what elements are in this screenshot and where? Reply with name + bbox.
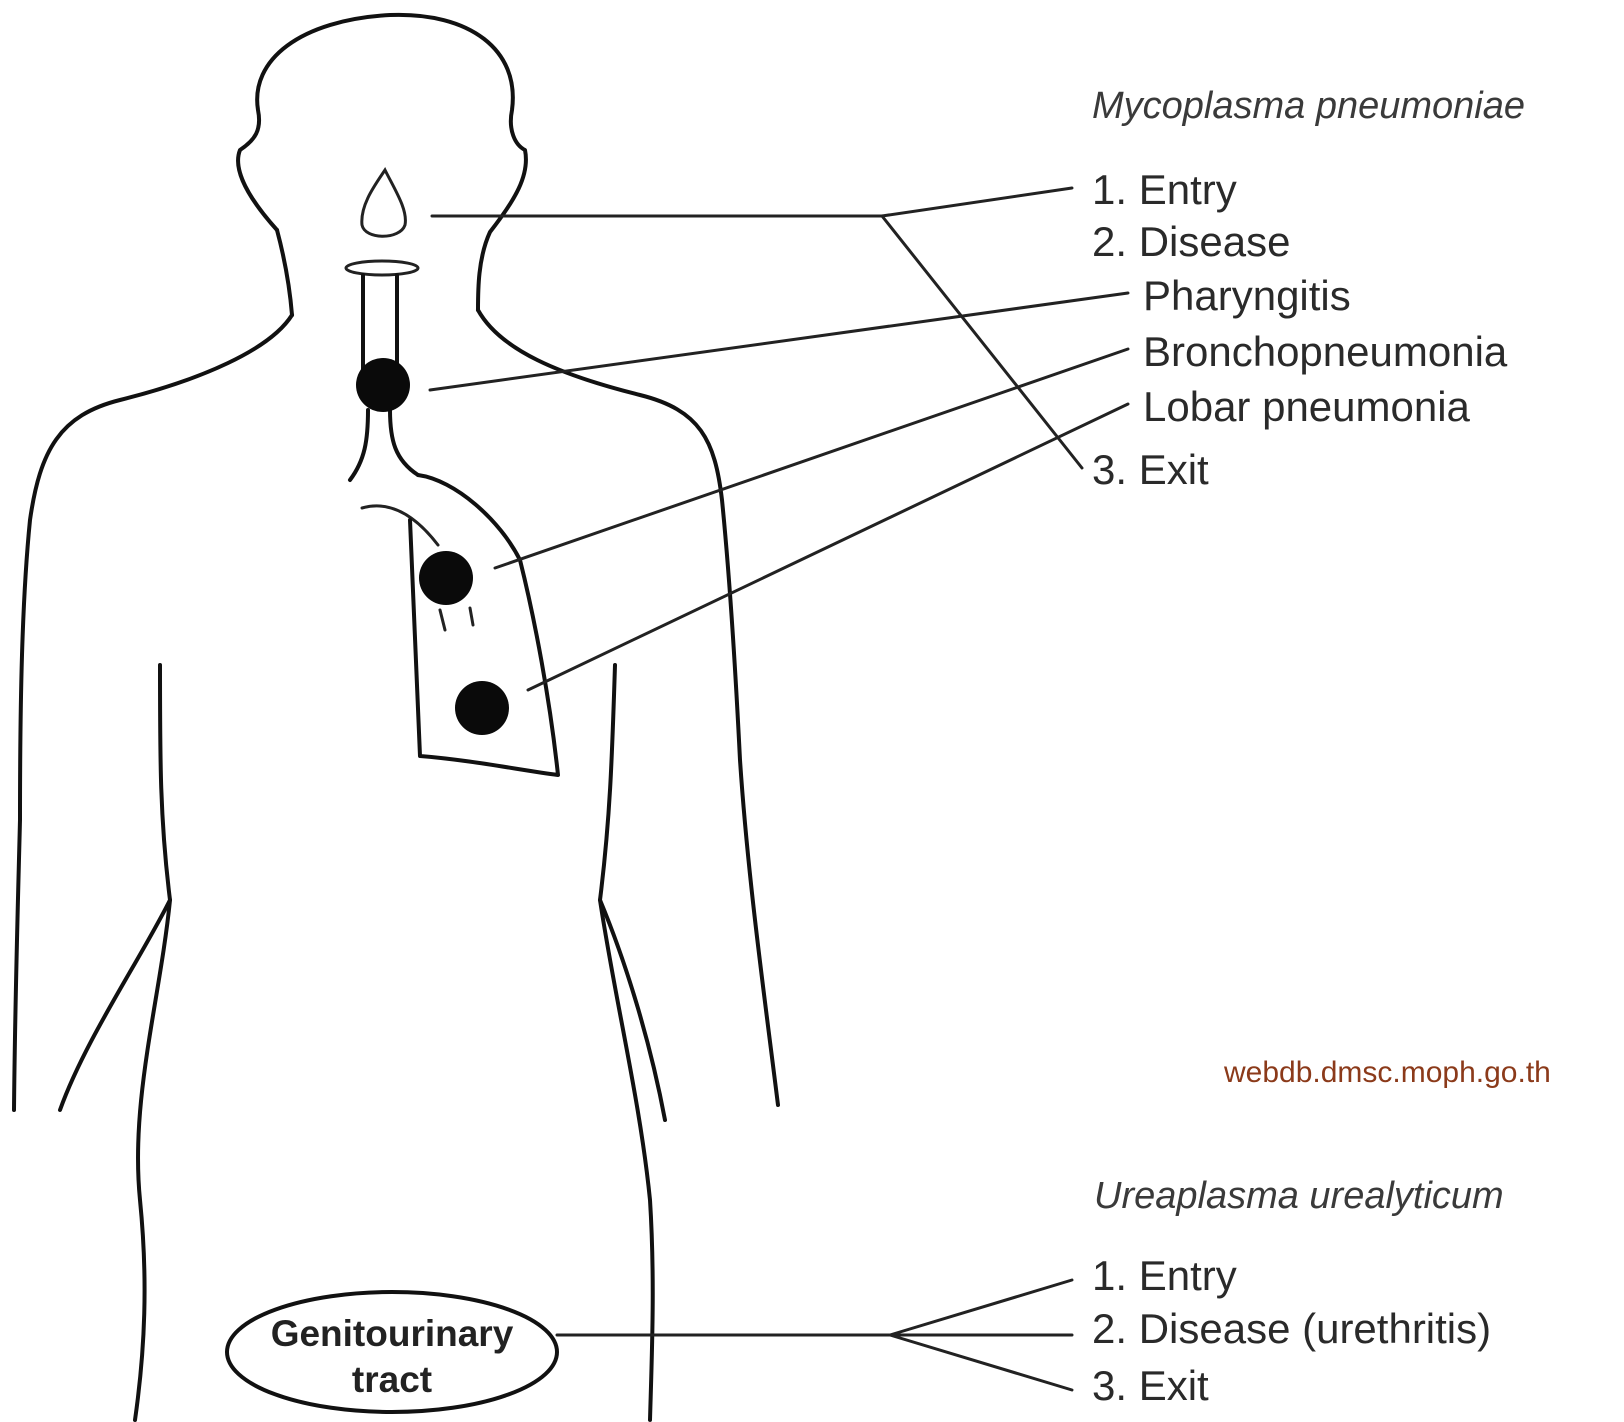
- bronchopneumonia-label: Bronchopneumonia: [1143, 328, 1508, 375]
- ureaplasma-disease-label: 2. Disease (urethritis): [1092, 1305, 1491, 1352]
- exit-connector: [890, 1335, 1072, 1390]
- mycoplasma-entry-label: 1. Entry: [1092, 166, 1237, 213]
- head-left-neck: [277, 230, 292, 315]
- pharyngitis-connector: [430, 293, 1128, 390]
- ureaplasma-exit-label: 3. Exit: [1092, 1362, 1209, 1409]
- mycoplasma-disease-label: 2. Disease: [1092, 218, 1290, 265]
- left-inner-arm: [60, 665, 170, 1110]
- left-shoulder-arm: [14, 315, 292, 1110]
- exit-connector: [882, 216, 1082, 468]
- organ-label-line1: Genitourinary: [271, 1313, 514, 1354]
- organ-label-line2: tract: [352, 1359, 432, 1400]
- right-inner-arm: [600, 665, 665, 1120]
- nose-icon: [362, 170, 406, 236]
- lobar-pneumonia-label: Lobar pneumonia: [1143, 383, 1471, 430]
- head-outline: [238, 15, 526, 310]
- bronchus-right: [390, 410, 418, 475]
- lung-mark-2: [470, 608, 473, 625]
- ureaplasma-connectors: [557, 1280, 1072, 1390]
- torso-left: [135, 900, 170, 1420]
- lung-mark-1: [440, 610, 445, 630]
- bronchus-branch: [362, 506, 438, 545]
- entry-connector: [882, 188, 1072, 216]
- throat-opening: [346, 261, 418, 275]
- mycoplasma-title: Mycoplasma pneumoniae: [1092, 85, 1525, 127]
- ureaplasma-title: Ureaplasma urealyticum: [1094, 1175, 1504, 1217]
- mycoplasma-connectors: [430, 188, 1128, 690]
- body-outline: [14, 15, 778, 1420]
- pharyngitis-label: Pharyngitis: [1143, 272, 1351, 319]
- pharyngitis-site-dot: [356, 358, 410, 412]
- watermark: webdb.dmsc.moph.go.th: [1223, 1056, 1551, 1089]
- right-shoulder-arm: [478, 310, 778, 1105]
- ureaplasma-entry-label: 1. Entry: [1092, 1252, 1237, 1299]
- mycoplasma-exit-label: 3. Exit: [1092, 446, 1209, 493]
- bronchopneumonia-site-dot: [419, 551, 473, 605]
- bronchus-left: [350, 410, 368, 480]
- torso-right: [600, 900, 653, 1420]
- lobar-pneumonia-connector: [528, 404, 1128, 690]
- lobar-pneumonia-site-dot: [455, 681, 509, 735]
- entry-connector: [890, 1280, 1072, 1335]
